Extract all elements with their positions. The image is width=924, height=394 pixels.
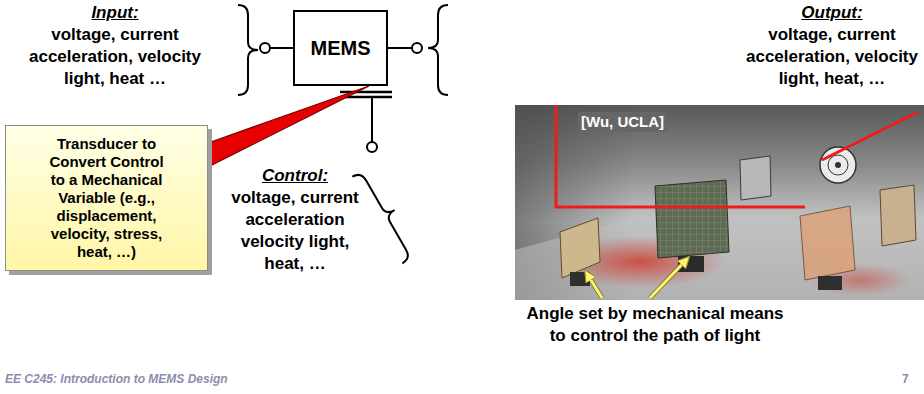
beam-path: [556, 105, 805, 207]
control-terminal: [367, 142, 377, 152]
control-brace: [352, 167, 419, 264]
pointer-arrow: [650, 258, 688, 298]
photo-background: [515, 105, 924, 300]
target-lens: [828, 155, 848, 175]
control-wire: [371, 97, 373, 142]
port-signals: voltage, current acceleration velocity l…: [230, 187, 360, 275]
port-heading: Control:: [230, 165, 360, 187]
output-terminal: [412, 43, 422, 53]
output-wire: [388, 47, 412, 49]
photo-credit: [Wu, UCLA]: [578, 112, 667, 132]
input-terminal: [260, 43, 270, 53]
target-lens: [835, 162, 841, 168]
micro-mirror: [800, 206, 855, 280]
block-name: MEMS: [311, 36, 371, 60]
pointer-arrow-outline: [650, 258, 688, 298]
photo-caption: Angle set by mechanical means to control…: [521, 303, 789, 347]
transducer-callout: Transducer to Convert Control to a Mecha…: [5, 125, 208, 271]
callout-pointer: [208, 86, 369, 167]
mirror-hinge: [818, 276, 842, 290]
micro-mirror: [880, 185, 916, 246]
pointer-arrow: [586, 272, 602, 298]
page-number: 7: [902, 372, 909, 388]
callout-text: Transducer to Convert Control to a Mecha…: [44, 135, 169, 261]
pointer-arrow-outline: [586, 272, 602, 298]
course-footer: EE C245: Introduction to MEMS Design: [5, 372, 228, 388]
port-heading: Input:: [20, 2, 210, 24]
input-wire: [270, 47, 293, 49]
beam-path: [822, 112, 918, 160]
port-heading: Output:: [742, 2, 922, 24]
port-signals: voltage, current acceleration, velocity …: [20, 24, 210, 90]
mems-box: MEMS: [293, 10, 388, 86]
port-signals: voltage, current acceleration, velocity …: [742, 24, 922, 90]
micro-mirror: [560, 218, 600, 278]
micro-mirror: [740, 156, 771, 200]
input-brace: [238, 5, 258, 95]
output-brace: [428, 5, 448, 95]
micro-mirror: [655, 180, 729, 258]
